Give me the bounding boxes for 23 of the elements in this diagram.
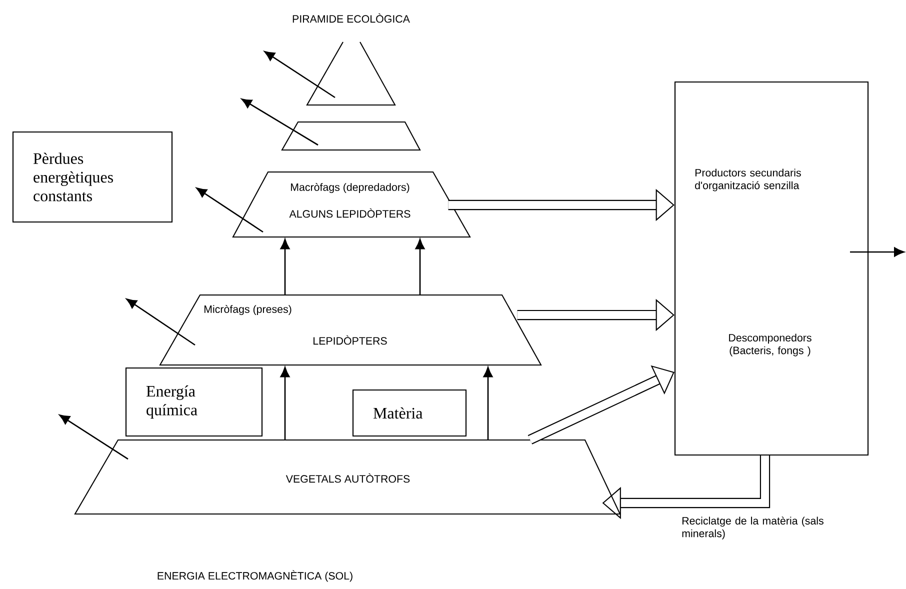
edge-label: Reciclatge de la matèria (sals minerals) bbox=[682, 516, 824, 540]
arrow bbox=[280, 366, 290, 440]
hollow-arrow bbox=[528, 365, 674, 444]
text-box: Matèria bbox=[352, 389, 467, 437]
arrow bbox=[126, 298, 196, 346]
pyramid-level bbox=[281, 121, 421, 151]
arrow bbox=[241, 98, 318, 146]
pyramid-level: Macròfags (depredadors) ALGUNS LEPIDÒPTERS bbox=[232, 171, 471, 238]
process-box: Productors secundaris d'organització senzilla Descomponedors (Bacteris, fongs ) bbox=[674, 81, 869, 456]
arrow bbox=[850, 247, 904, 257]
pyramid-level: Micròfags (preses) LEPIDÒPTERS bbox=[159, 294, 542, 366]
pyramid-apex bbox=[306, 42, 396, 106]
caption-label: ENERGIA ELECTROMAGNÈTICA (SOL) bbox=[158, 570, 352, 582]
arrow bbox=[280, 238, 290, 295]
text-box: Energía química bbox=[125, 367, 263, 437]
pyramid-level: VEGETALS AUTÒTROFS bbox=[74, 439, 621, 515]
title: PIRAMIDE ECOLÒGICA bbox=[292, 13, 410, 23]
arrow bbox=[59, 414, 128, 460]
arrow bbox=[264, 51, 336, 98]
arrow bbox=[415, 238, 425, 295]
arrow bbox=[483, 366, 493, 440]
arrow bbox=[196, 188, 264, 233]
text-box: Pèrdues energètiques constants bbox=[12, 131, 173, 223]
